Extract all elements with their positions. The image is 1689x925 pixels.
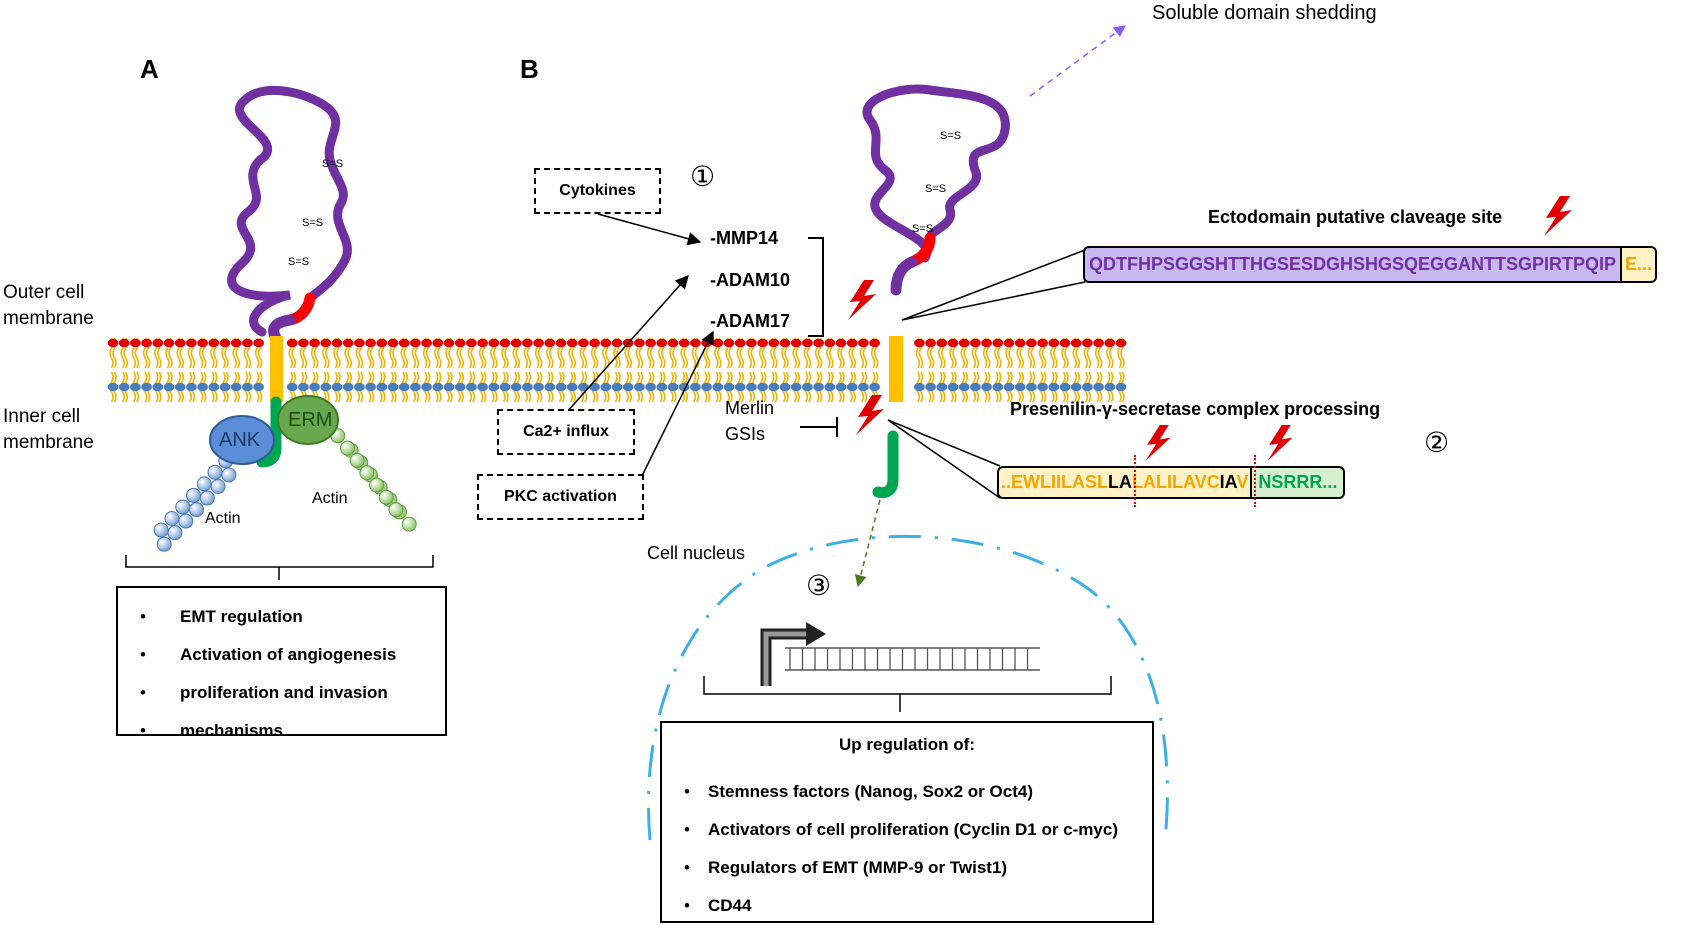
step-number-2: ② <box>1424 427 1450 458</box>
step-number-3: ③ <box>806 570 832 601</box>
cd44-protein-b <box>862 84 1010 499</box>
upregulation-item: Activators of cell proliferation (Cyclin… <box>662 811 1152 849</box>
tm-seq-segment: V <box>1236 472 1249 492</box>
nucleus-label: Cell nucleus <box>647 543 746 563</box>
erm-label: ERM <box>288 409 333 431</box>
panel-label-a: A <box>140 54 159 84</box>
lightning-icons <box>848 196 1572 461</box>
erm-protein <box>277 395 339 445</box>
function-item: Activation of angiogenesis <box>118 636 445 674</box>
shedding-label: Soluble domain shedding <box>1152 2 1377 24</box>
tm-seq-cytoplasmic: NSRRR... <box>1252 466 1346 499</box>
tm-cleavage-bolt-icon-2 <box>1267 425 1293 461</box>
disulfide-label: S=S <box>912 223 934 235</box>
tm-callout-lines <box>887 419 1001 499</box>
pkc-activation-box: PKC activation <box>477 474 644 520</box>
function-item: proliferation and invasion <box>118 674 445 712</box>
ecto-seq-tm: E... <box>1622 246 1658 283</box>
ca-arrow <box>565 274 689 414</box>
enzyme-adam10: -ADAM10 <box>710 270 791 290</box>
cytokines-box: Cytokines <box>534 168 661 214</box>
cleavage-marker <box>1134 455 1136 507</box>
disulfide-label: S=S <box>288 256 310 268</box>
cleavage-marker <box>1254 455 1256 507</box>
bracket-nucleus <box>703 676 1112 712</box>
tm-sequence: ..EWLIILASLLALALILAVCIAV NSRRR... <box>997 466 1346 499</box>
actin-filament-right <box>330 428 417 532</box>
disulfide-label: S=S <box>925 183 947 195</box>
enzyme-bracket <box>808 237 824 337</box>
function-item: EMT regulation <box>118 598 445 636</box>
enzyme-adam17: -ADAM17 <box>710 311 791 331</box>
ecto-callout-lines <box>901 249 1086 321</box>
upregulation-item: Regulators of EMT (MMP-9 or Twist1) <box>662 849 1152 887</box>
upregulation-item: CD44 <box>662 887 1152 925</box>
tm-cleavage-bolt-icon-1 <box>1145 425 1171 461</box>
panel-label-b: B <box>520 54 539 84</box>
upregulation-item: Stemness factors (Nanog, Sox2 or Oct4) <box>662 773 1152 811</box>
cell-membrane <box>107 337 1127 403</box>
tm-seq-transmembrane: ..EWLIILASLLALALILAVCIAV <box>997 466 1253 499</box>
actin-filament-left <box>153 453 237 552</box>
disulfide-label: S=S <box>302 217 324 229</box>
cleavage-bolt-icon <box>848 280 876 320</box>
cytokines-arrow <box>597 213 702 246</box>
ank-label: ANK <box>219 429 261 451</box>
ecto-cleavage-bolt-icon <box>1544 196 1572 236</box>
disulfide-label: S=S <box>322 158 344 170</box>
pkc-arrow <box>639 330 714 481</box>
upregulation-title: Up regulation of: <box>839 735 975 754</box>
cleavage-bolt-icon-2 <box>856 395 884 435</box>
ank-protein <box>209 415 275 465</box>
ecto-title: Ectodomain putative claveage site <box>1208 207 1503 227</box>
ca-influx-box: Ca2+ influx <box>497 409 635 455</box>
nucleus-arrow <box>854 499 881 588</box>
tm-seq-segment: IA <box>1219 472 1237 492</box>
step-number-1: ① <box>690 161 716 192</box>
function-item: mechanisms <box>118 712 445 750</box>
actin-label: Actin <box>205 510 241 527</box>
actin-label: Actin <box>312 490 348 507</box>
shedding-arrow <box>1029 25 1126 97</box>
gene-dna <box>760 622 1040 686</box>
presenilin-title: Presenilin-γ-secretase complex processin… <box>1010 399 1381 419</box>
tm-seq-segment: ..EWLIILASL <box>1001 472 1108 492</box>
ecto-sequence: QDTFHPSGGSHTTHGSESDGHSHGSQEGGANTTSGPIRTP… <box>1083 246 1658 283</box>
enzyme-mmp14: -MMP14 <box>710 228 779 248</box>
disulfide-label: S=S <box>940 130 962 142</box>
nucleus-envelope <box>647 534 1169 841</box>
cd44-protein-a <box>227 85 352 468</box>
functions-box-a: EMT regulation Activation of angiogenesi… <box>116 586 447 750</box>
tm-seq-segment: LALILAVC <box>1132 472 1220 492</box>
upregulation-box: Up regulation of: Stemness factors (Nano… <box>660 721 1154 925</box>
ecto-seq-ectodomain: QDTFHPSGGSHTTHGSESDGHSHGSQEGGANTTSGPIRTP… <box>1083 246 1623 283</box>
tm-seq-segment: LA <box>1108 472 1132 492</box>
bracket-a <box>125 555 434 580</box>
inhibition-bar <box>800 417 838 437</box>
